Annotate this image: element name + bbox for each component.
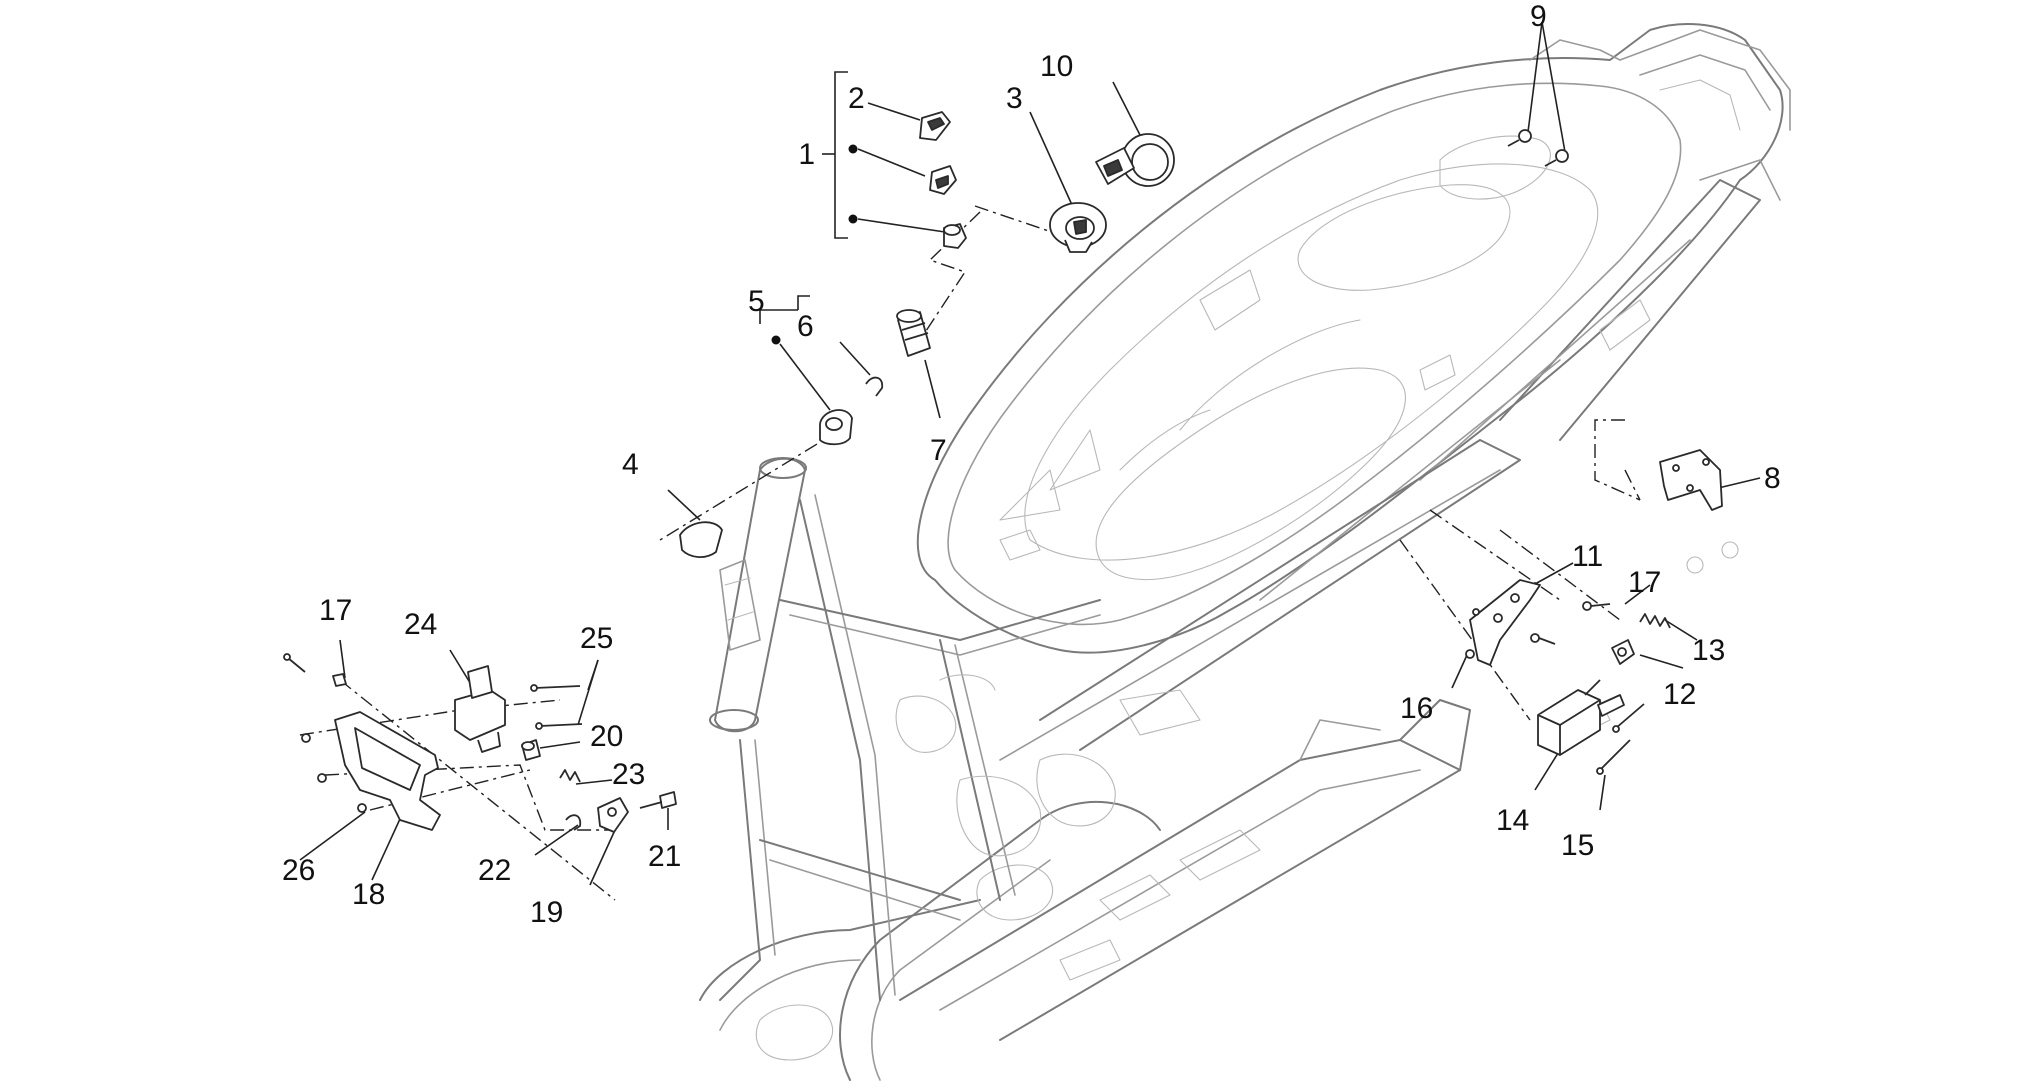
callout-17-left: 17 <box>319 594 352 627</box>
part-2-lock-insert <box>919 111 951 141</box>
part-13-spring <box>1639 613 1671 629</box>
part-21-bolt <box>639 791 677 809</box>
callout-numbers: 1 2 3 4 5 6 7 8 9 10 11 12 13 14 15 16 1… <box>282 0 1781 929</box>
callout-3: 3 <box>1006 82 1023 115</box>
part-10-antenna-ring <box>1095 133 1175 187</box>
part-5-lock-cap <box>819 409 853 446</box>
callout-10: 10 <box>1040 50 1073 83</box>
callout-6: 6 <box>797 310 814 343</box>
callout-9: 9 <box>1530 0 1547 33</box>
part-12-cable-end <box>1611 639 1635 665</box>
part-plate-bolts <box>1472 608 1556 645</box>
part-26-nuts <box>301 733 367 813</box>
callout-22: 22 <box>478 854 511 887</box>
callout-25: 25 <box>580 622 613 655</box>
callout-11: 11 <box>1572 540 1603 573</box>
callout-8: 8 <box>1764 462 1781 495</box>
callout-24: 24 <box>404 608 437 641</box>
parts <box>283 111 1723 833</box>
part-3-ignition-switch <box>1049 202 1107 253</box>
scooter-frame <box>699 23 1791 1081</box>
part-8-latch-bracket <box>1659 449 1723 511</box>
callout-13: 13 <box>1692 634 1725 667</box>
part-17-bolt-right <box>1582 601 1611 611</box>
part-19-lever <box>597 797 629 833</box>
callout-15: 15 <box>1561 829 1594 862</box>
part-9-screws <box>1507 129 1569 167</box>
part-1-key <box>929 165 957 195</box>
callout-23: 23 <box>612 758 645 791</box>
callout-19: 19 <box>530 896 563 929</box>
callout-5: 5 <box>748 285 765 318</box>
callout-18: 18 <box>352 878 385 911</box>
callout-26: 26 <box>282 854 315 887</box>
part-7-lock-cylinder <box>896 309 931 357</box>
part-20-bush <box>521 739 541 761</box>
part-6-clip <box>865 376 884 397</box>
callout-14: 14 <box>1496 804 1529 837</box>
part-18-mounting-bracket <box>334 711 441 831</box>
callout-4: 4 <box>622 448 639 481</box>
callout-7: 7 <box>930 434 947 467</box>
part-22-clip <box>565 814 582 831</box>
part-16-nut <box>1465 649 1475 659</box>
part-14-actuator <box>1537 679 1625 756</box>
part-17-bolt-left <box>283 653 347 687</box>
callout-21: 21 <box>648 840 681 873</box>
callout-20: 20 <box>590 720 623 753</box>
part-4-seal <box>679 521 723 558</box>
part-1-lock-barrel <box>943 223 967 249</box>
part-11-bracket-plate <box>1469 579 1541 666</box>
callout-1: 1 <box>798 138 815 171</box>
callout-12: 12 <box>1663 678 1696 711</box>
callout-16: 16 <box>1400 692 1433 725</box>
callout-17-right: 17 <box>1628 566 1661 599</box>
part-25-screws <box>530 684 583 730</box>
bracket-dots <box>771 144 858 345</box>
part-23-spring <box>559 769 581 783</box>
leader-lines <box>299 21 1761 901</box>
callout-2: 2 <box>848 82 865 115</box>
part-24-solenoid <box>454 665 506 753</box>
part-15-long-bolts <box>1596 703 1645 775</box>
